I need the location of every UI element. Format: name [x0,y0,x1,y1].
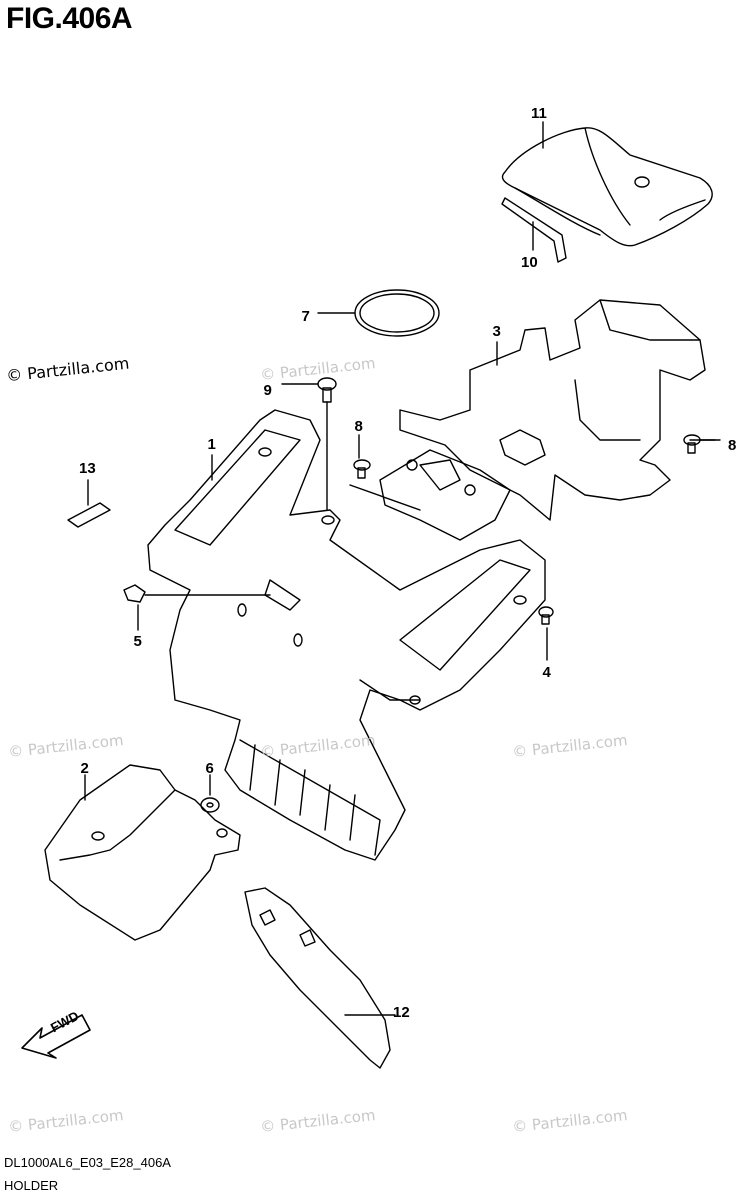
part-number-5: 5 [133,633,142,650]
part-5-clip [123,584,271,631]
part-number-11: 11 [531,105,547,122]
figure-name: HOLDER [4,1178,59,1193]
part-number-4: 4 [542,664,551,681]
fwd-arrow [21,1014,91,1059]
part-12-plate [244,887,396,1069]
part-8-screw-left [349,434,421,511]
part-number-6: 6 [205,760,214,777]
part-7-ring [317,289,440,337]
part-8-screw-right [683,434,721,454]
figure-code: DL1000AL6_E03_E28_406A [4,1155,171,1170]
part-10-hex-key [501,197,567,263]
part-number-9: 9 [263,382,272,399]
part-6-washer [200,774,220,813]
part-3-bracket [379,299,716,541]
part-number-13: 13 [79,460,96,477]
part-number-7: 7 [301,308,310,325]
part-1-holder [147,409,546,861]
part-11-cover [501,121,713,247]
part-number-8: 8 [354,418,363,435]
part-number-3: 3 [492,323,501,340]
part-number-12: 12 [393,1004,410,1021]
part-13-tape [67,479,111,528]
part-number-2: 2 [80,760,89,777]
figure-title: FIG.406A [6,2,133,35]
part-number-10: 10 [521,254,538,271]
part-number-8: 8 [728,437,737,454]
part-9-bolt [281,377,337,511]
part-number-1: 1 [207,436,216,453]
part-4-screw [538,606,554,661]
part-2-cover [44,764,241,941]
